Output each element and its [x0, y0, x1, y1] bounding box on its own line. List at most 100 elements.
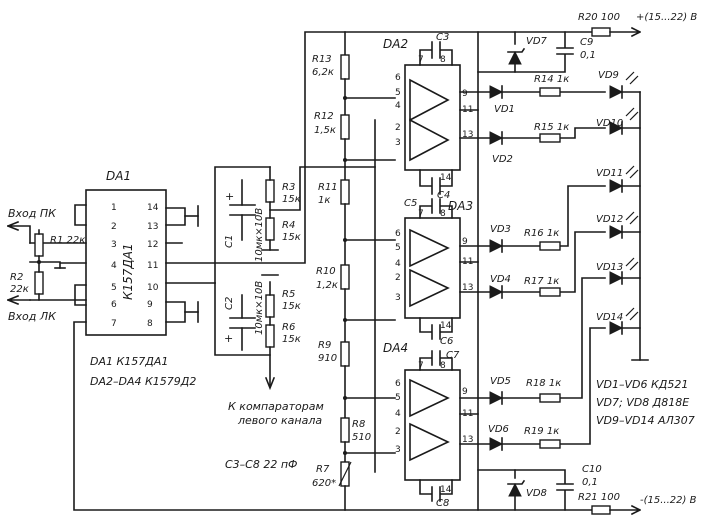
da3-outputs [459, 245, 491, 293]
output-diodes: VD1 R14 1к VD2 R15 1к VD3 R16 1к VD4 R17… [488, 74, 606, 451]
r5-value: 15к [282, 301, 301, 312]
c1-plates [229, 204, 256, 216]
r9-value: 910 [318, 353, 337, 364]
r7-label: R7 [316, 464, 330, 475]
vd4-label: VD4 [490, 274, 511, 285]
supply-section: VD7 C9 0,1 R20 100 +(15...22) В VD8 C10 … [477, 12, 697, 516]
da3-body [404, 217, 461, 319]
r10-value: 1,2к [316, 280, 338, 291]
da3-pin-4: 4 [395, 259, 401, 269]
r6-label: R6 [282, 322, 295, 333]
r21-label: R21 100 [578, 492, 620, 503]
r4-resistor [265, 217, 275, 241]
da1-pin-5: 5 [111, 283, 117, 293]
c7-capacitor [419, 350, 453, 371]
vd6-diode [489, 437, 504, 451]
da4-pin-2: 2 [395, 427, 401, 437]
row3-wire [501, 185, 606, 247]
vd5-diode [489, 391, 504, 405]
tap-dot [343, 238, 347, 242]
r5-resistor [265, 294, 275, 318]
r9-label: R9 [318, 340, 331, 351]
c7-label: C7 [446, 350, 460, 361]
da3-pin-5: 5 [395, 243, 401, 253]
vd2-diode [489, 131, 504, 145]
r10-label: R10 [316, 266, 336, 277]
r6-value: 15к [282, 334, 301, 345]
da4-pin-8: 8 [440, 361, 446, 371]
da4-block: DA4 6 5 4 2 3 8 11 9 13 7 14 C7 C8 [383, 341, 491, 509]
vd9-light-icon [625, 71, 639, 85]
da3-block: DA3 6 5 4 2 3 8 11 9 13 7 14 C5 C6 [395, 198, 491, 347]
vd2-label: VD2 [492, 154, 513, 165]
da4-label: DA4 [383, 341, 408, 355]
da1-body [85, 189, 167, 336]
r12-resistor [340, 114, 350, 140]
vd10-led [609, 121, 624, 135]
r12-label: R12 [314, 111, 334, 122]
r12-value: 1,5к [314, 125, 336, 136]
da4-outputs [459, 397, 491, 445]
da3-pin-6: 6 [395, 229, 401, 239]
c4-label: C4 [437, 190, 450, 201]
da2-pin-3: 3 [395, 138, 401, 148]
r11-value: 1к [318, 195, 330, 206]
r15-resistor [539, 133, 561, 143]
r20-arrow [609, 26, 642, 38]
input-left-label: Вход ЛК [8, 310, 57, 323]
da4-opamp-bottom [409, 422, 450, 462]
da3-pin-9: 9 [462, 237, 468, 247]
da1-pin-8: 8 [147, 319, 153, 329]
c2-value: 10мк×10В [254, 281, 265, 335]
c9-value: 0,1 [580, 50, 596, 61]
da2-pin-5: 5 [395, 88, 401, 98]
da2-pin-2: 2 [395, 123, 401, 133]
c10-label: C10 [582, 464, 602, 475]
ladder-taps [344, 97, 396, 454]
c1-wire [214, 166, 271, 284]
r14-label: R14 1к [534, 74, 569, 85]
da1-wire-4 [59, 262, 87, 269]
c4-capacitor [419, 169, 453, 195]
r2-resistor [34, 271, 44, 295]
c10-value: 0,1 [582, 477, 598, 488]
supply-pos-label: +(15...22) В [636, 12, 697, 23]
da4-pin-14: 14 [440, 485, 452, 495]
vd10-bar [621, 121, 641, 135]
da3-pin-14: 14 [440, 321, 452, 331]
r8-resistor [340, 417, 350, 443]
da1-pin-3: 3 [111, 240, 117, 250]
vd8-bar [507, 479, 526, 485]
r15-label: R15 1к [534, 122, 569, 133]
da4-pin-6: 6 [395, 379, 401, 389]
c9-capacitor [514, 31, 574, 73]
vd8-leads [477, 469, 516, 511]
da2-pin-9: 9 [462, 89, 468, 99]
vd4-diode [489, 285, 504, 299]
da1-note: DA1 К157ДА1 [90, 355, 168, 368]
r14-resistor [539, 87, 561, 97]
da1-wire-1-2 [74, 204, 87, 226]
r8-label: R8 [352, 419, 365, 430]
input-section: Вход ПК Вход ЛК R1 22к R2 22к [6, 207, 85, 323]
da2-pin-8: 8 [440, 55, 446, 65]
r8-value: 510 [352, 432, 371, 443]
r20-label: R20 100 [578, 12, 620, 23]
supply-neg-label: -(15...22) В [640, 495, 697, 506]
c5-capacitor [419, 198, 453, 219]
c1-value: 10мк×10В [254, 208, 265, 262]
da3-opamp-bottom [409, 268, 450, 308]
da1-wire-5-6 [74, 284, 87, 306]
vd3-diode [489, 239, 504, 253]
r3-value: 15к [282, 194, 301, 205]
vd12-led [609, 225, 624, 239]
r11-resistor [340, 179, 350, 205]
led-column: VD9 VD10 VD11 VD12 VD13 VD14 [596, 70, 649, 361]
da3-pin-7: 7 [418, 209, 424, 219]
da2-pin-6: 6 [395, 73, 401, 83]
vd10-label: VD10 [596, 118, 623, 129]
c1-label: C1 [224, 235, 235, 248]
da3-pin-13: 13 [462, 283, 473, 293]
vd7-bar [507, 47, 526, 53]
